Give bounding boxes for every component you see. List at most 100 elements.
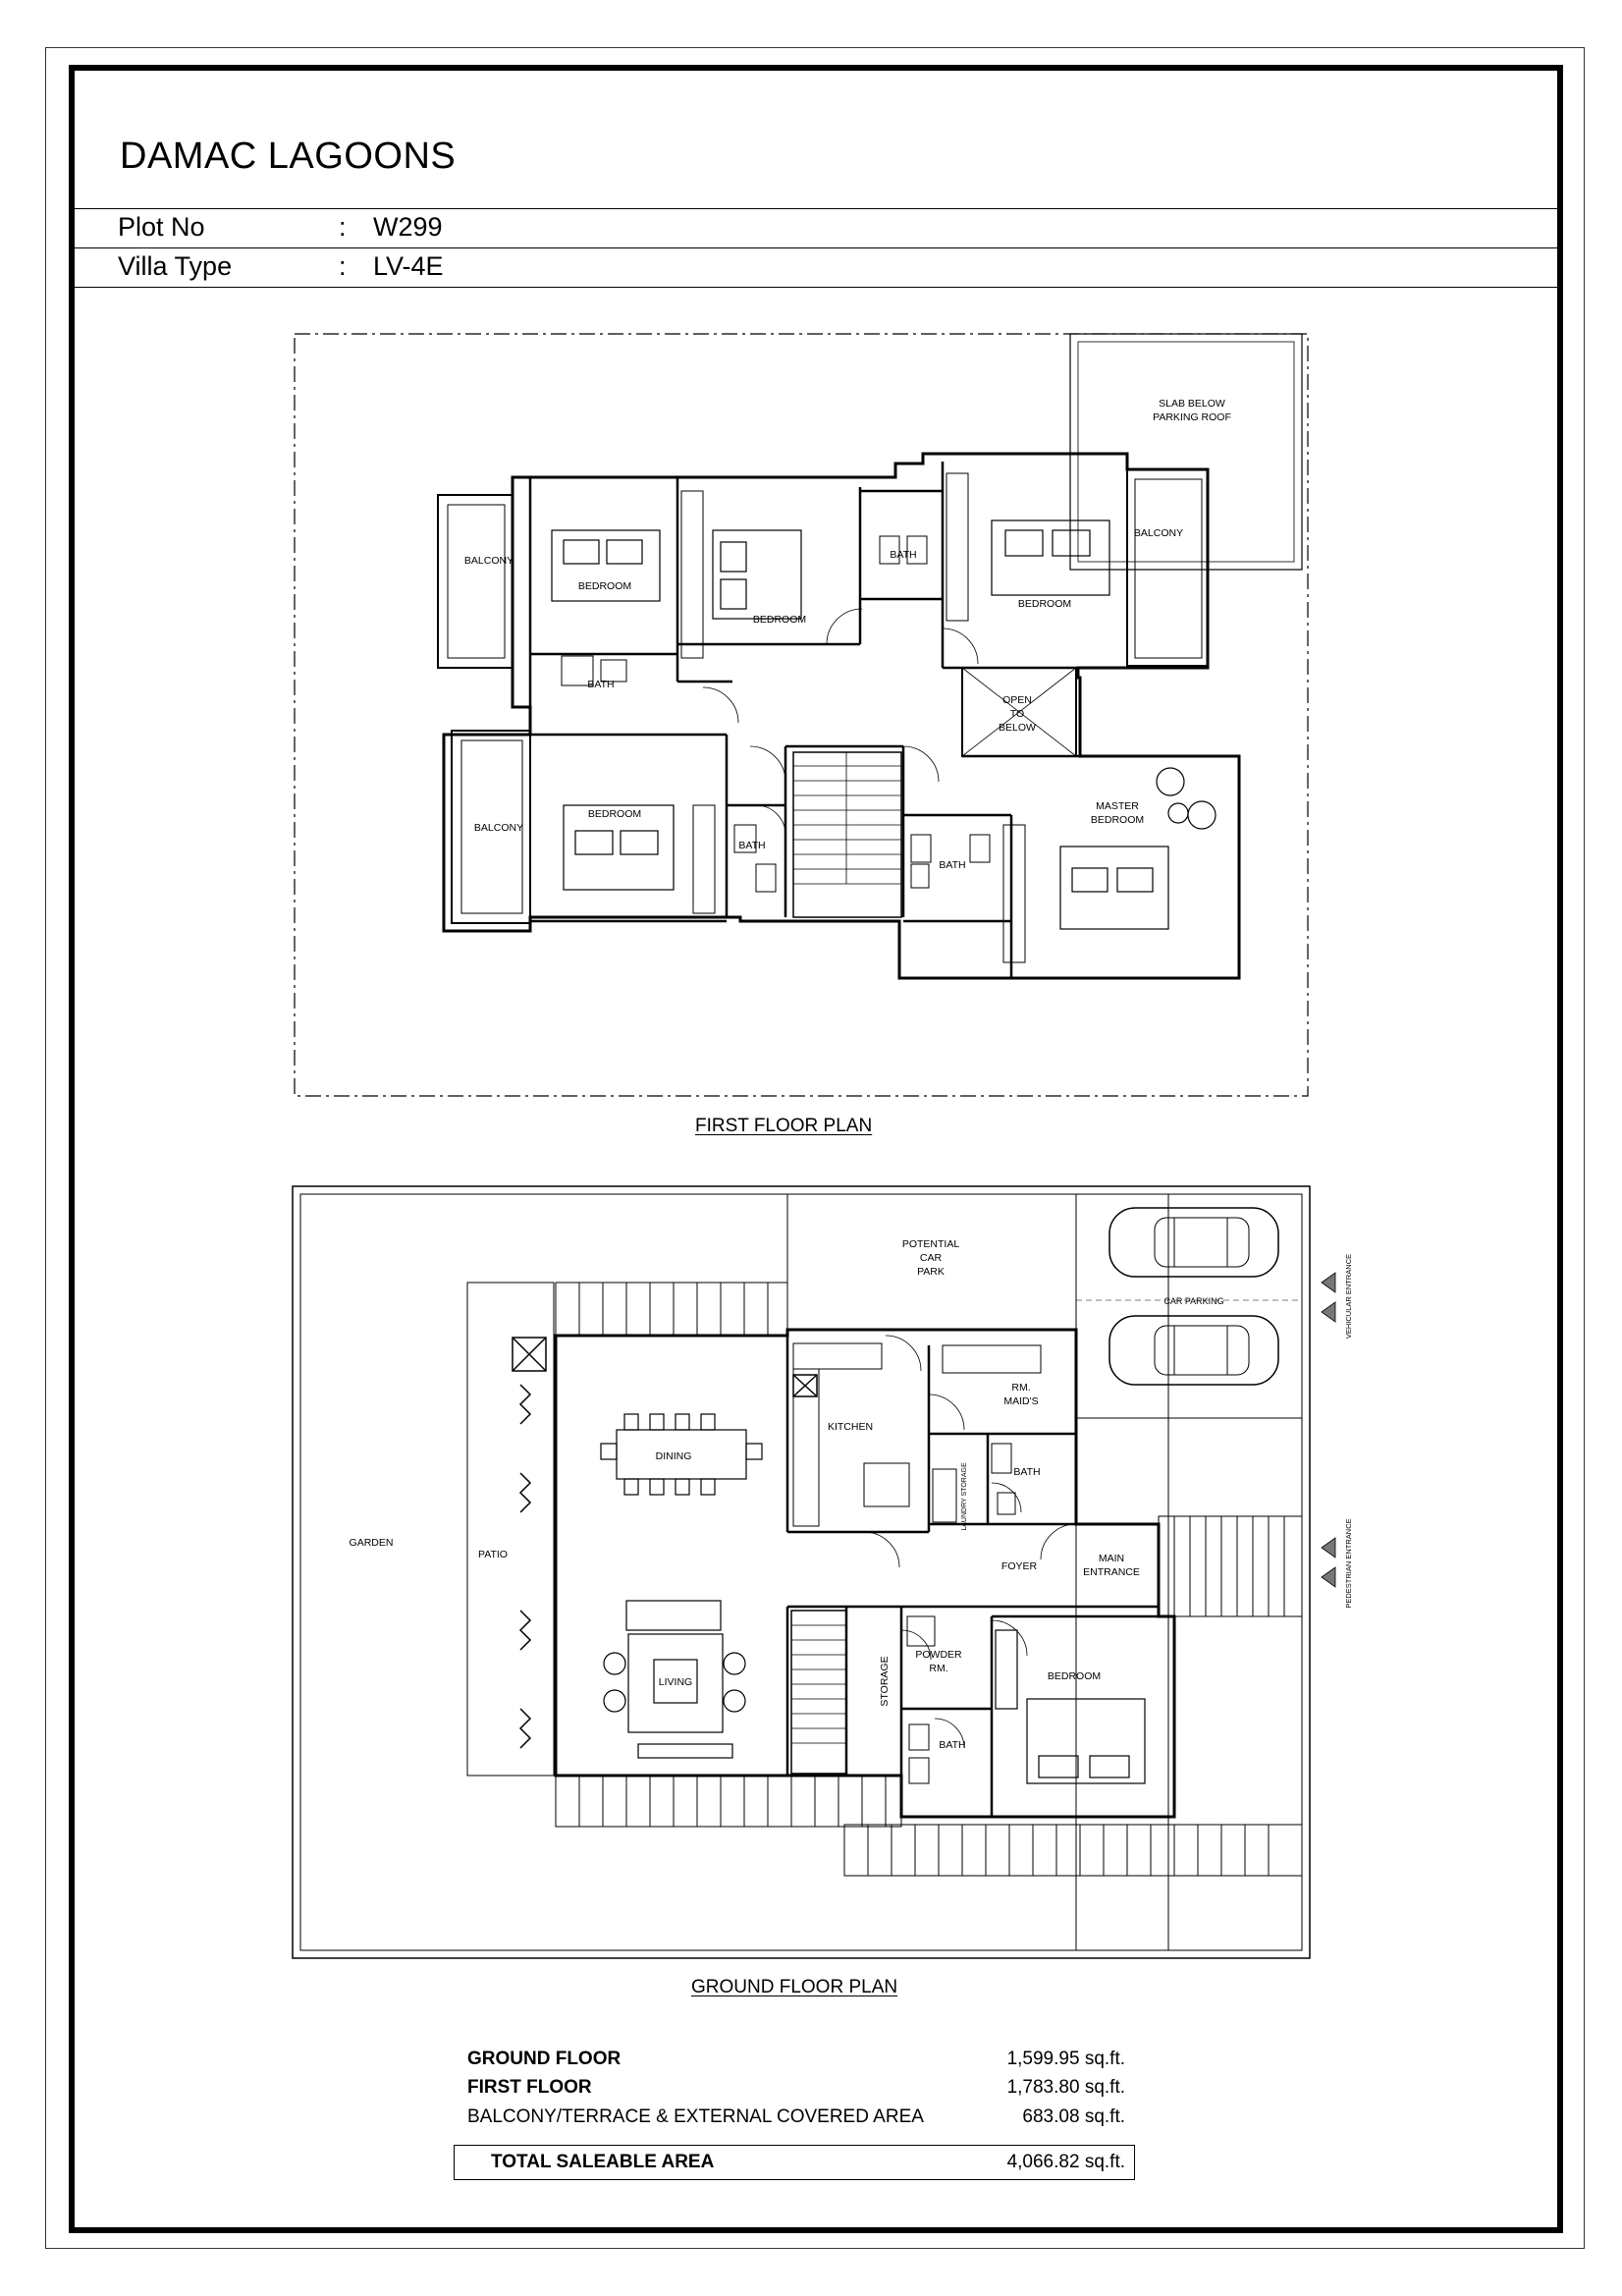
balcony-left-bottom	[451, 730, 531, 924]
patio-window-markers	[512, 1337, 818, 1749]
balcony-left-bottom-inner	[460, 739, 523, 914]
slab-below-inner	[1077, 341, 1295, 563]
first-floor-stairs	[792, 751, 902, 918]
balcony-right-inner	[1134, 478, 1203, 659]
ff-parking-roof: PARKING ROOF	[1153, 411, 1231, 423]
gf-bedroom: BEDROOM	[1048, 1670, 1101, 1682]
area-balcony-value: 683.08 sq.ft.	[1022, 2106, 1125, 2127]
area-first-value: 1,783.80 sq.ft.	[1006, 2077, 1125, 2098]
title-divider	[75, 208, 1557, 209]
ground-floor-plot-boundary	[292, 1185, 1311, 1959]
ff-bedroom-4: BEDROOM	[588, 808, 641, 820]
gf-storage: STORAGE	[879, 1656, 891, 1706]
living-set	[603, 1600, 746, 1759]
area-ground-value: 1,599.95 sq.ft.	[1006, 2049, 1125, 2069]
gf-foyer: FOYER	[1001, 1560, 1038, 1572]
balcony-left-top	[437, 494, 514, 669]
area-balcony-label: BALCONY/TERRACE & EXTERNAL COVERED AREA	[467, 2106, 924, 2127]
gf-patio: PATIO	[478, 1549, 508, 1560]
ground-floor-stairs	[790, 1610, 847, 1775]
ff-master-bedroom: BEDROOM	[1091, 814, 1144, 826]
ff-bath-4: BATH	[939, 859, 965, 871]
first-floor-doors	[702, 608, 979, 836]
gf-laundry-storage: LAUNDRY STORAGE	[961, 1462, 968, 1531]
ff-balcony-left-bottom: BALCONY	[474, 822, 523, 834]
ff-balcony-left-top: BALCONY	[464, 555, 514, 567]
gf-main: MAIN	[1099, 1553, 1124, 1564]
ff-bedroom-3: BEDROOM	[1018, 598, 1071, 610]
gf-pedestrian-entrance: PEDESTRIAN ENTRANCE	[1344, 1518, 1353, 1608]
gf-garden: GARDEN	[350, 1537, 394, 1549]
first-floor-caption: FIRST FLOOR PLAN	[695, 1116, 873, 1136]
gf-bath-1: BATH	[1013, 1466, 1040, 1478]
first-floor-fixtures	[561, 535, 991, 893]
ground-floor-plan: POTENTIAL CAR PARK CAR PARKING VEHICULAR…	[292, 1185, 1353, 1959]
balcony-left-top-inner	[447, 504, 506, 659]
ff-slab-below: SLAB BELOW	[1159, 398, 1225, 410]
gf-powder-rm: RM.	[929, 1663, 947, 1674]
vehicular-arrow-icon	[1321, 1272, 1336, 1293]
gf-rm: RM.	[1011, 1382, 1030, 1394]
ground-floor-doors	[863, 1335, 1077, 1749]
area-ground-label: GROUND FLOOR	[467, 2049, 622, 2069]
plot-label: Plot No	[118, 212, 205, 242]
ff-open: OPEN	[1002, 694, 1032, 706]
ground-bedroom-bed	[995, 1629, 1146, 1784]
area-total-value: 4,066.82 sq.ft.	[1006, 2152, 1125, 2172]
ff-bath-2: BATH	[587, 679, 614, 690]
gf-park: PARK	[917, 1266, 945, 1278]
gf-bath-2: BATH	[939, 1739, 965, 1751]
ff-bath-3: BATH	[738, 840, 765, 851]
gf-dining: DINING	[656, 1450, 692, 1462]
first-floor-labels: SLAB BELOW PARKING ROOF BALCONY BEDROOM …	[464, 398, 1231, 871]
ground-floor-caption: GROUND FLOOR PLAN	[691, 1977, 898, 1997]
first-floor-wardrobes	[680, 472, 1026, 963]
open-to-below-void	[961, 667, 1077, 757]
ff-bedroom-1: BEDROOM	[578, 580, 631, 592]
first-floor-plot-boundary	[294, 333, 1309, 1097]
ground-floor-fixtures	[906, 1344, 1042, 1784]
gf-living: LIVING	[659, 1676, 692, 1688]
ff-balcony-right: BALCONY	[1134, 527, 1183, 539]
ff-master: MASTER	[1096, 800, 1139, 812]
inner-frame	[69, 65, 1563, 2233]
dining-table	[600, 1413, 763, 1496]
gf-car-parking: CAR PARKING	[1163, 1296, 1223, 1306]
plot-value: W299	[373, 212, 443, 242]
ff-below: BELOW	[999, 722, 1036, 734]
gf-powder: POWDER	[915, 1649, 962, 1661]
plot-divider	[75, 247, 1557, 248]
gf-potential: POTENTIAL	[902, 1238, 960, 1250]
gf-entrance: ENTRANCE	[1083, 1566, 1140, 1578]
pedestrian-arrow-icon-2	[1321, 1566, 1336, 1588]
gf-maids: MAID'S	[1003, 1395, 1038, 1407]
vehicular-arrow-icon-2	[1321, 1301, 1336, 1323]
area-total-label: TOTAL SALEABLE AREA	[491, 2152, 715, 2172]
ff-to: TO	[1010, 708, 1024, 720]
pedestrian-steps	[1158, 1515, 1303, 1617]
first-floor-beds	[551, 519, 1216, 930]
terrace-hatching-top	[555, 1282, 788, 1337]
gf-vehicular-entrance: VEHICULAR ENTRANCE	[1344, 1254, 1353, 1339]
entrance-arrows	[1321, 1272, 1336, 1588]
gf-car: CAR	[920, 1252, 943, 1264]
gf-kitchen: KITCHEN	[828, 1421, 873, 1433]
driveway-hatching-bottom	[843, 1824, 1303, 1877]
plot-colon: :	[339, 212, 347, 242]
pedestrian-arrow-icon	[1321, 1537, 1336, 1558]
area-first-label: FIRST FLOOR	[467, 2077, 592, 2098]
villa-value: LV-4E	[373, 251, 444, 281]
first-floor-outline	[442, 452, 1241, 980]
project-title: DAMAC LAGOONS	[120, 136, 457, 177]
ff-bedroom-2: BEDROOM	[753, 614, 806, 626]
balcony-right	[1126, 468, 1209, 667]
villa-label: Villa Type	[118, 251, 233, 281]
ff-bath-1: BATH	[890, 549, 916, 561]
kitchen-counters	[792, 1342, 910, 1527]
total-area-box	[454, 2145, 1135, 2180]
first-floor-plan: SLAB BELOW PARKING ROOF BALCONY BEDROOM …	[294, 333, 1309, 1097]
parked-cars	[1108, 1207, 1279, 1386]
terrace-hatching-bottom	[555, 1775, 902, 1828]
villa-divider	[75, 287, 1557, 288]
